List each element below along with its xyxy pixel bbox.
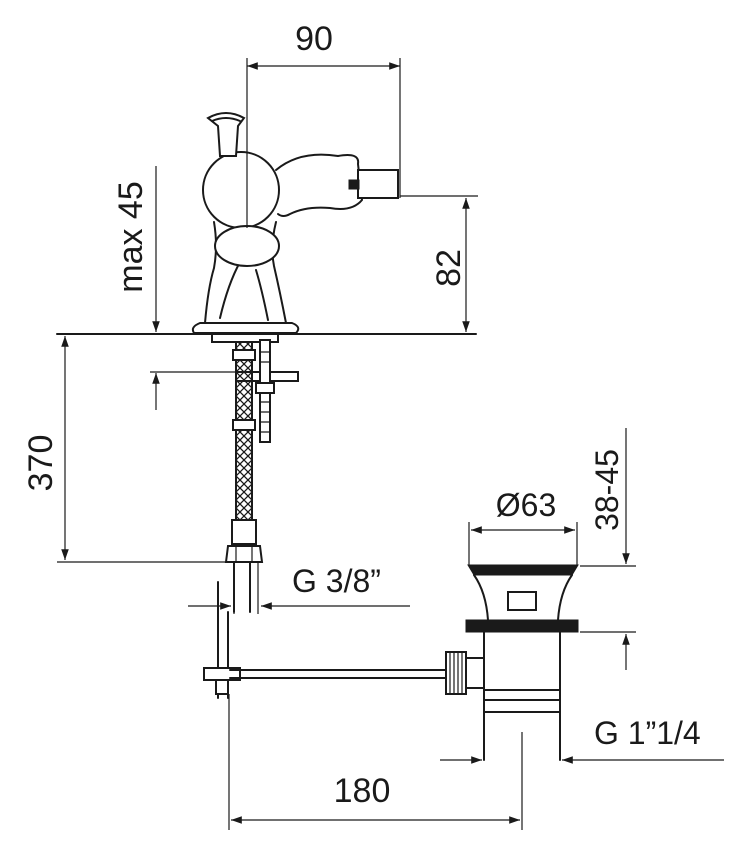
faucet-handle-disc [202, 151, 280, 229]
faucet-lower-oval [214, 225, 280, 267]
faucet-base-plate [191, 322, 300, 334]
linkage-rod [229, 669, 447, 679]
dim-label-90: 90 [295, 20, 333, 58]
spout-nozzle [357, 169, 399, 199]
dim-label-38-45: 38-45 [589, 449, 625, 531]
dim-label-g-3-8: G 3/8” [292, 563, 381, 599]
under-deck-connections [211, 333, 299, 613]
braided-hose [235, 341, 253, 523]
dimension-lines [57, 58, 724, 830]
waste-cap [467, 564, 579, 576]
dim-label-diameter-63: Ø63 [496, 487, 556, 523]
lever-handle [206, 112, 246, 157]
spout [275, 153, 363, 217]
dim-label-max-45: max 45 [112, 181, 150, 293]
dim-label-180: 180 [334, 772, 391, 810]
waste-knob [445, 651, 467, 695]
dim-label-370: 370 [22, 435, 60, 492]
hex-nut [224, 545, 264, 563]
dim-label-82: 82 [430, 249, 468, 287]
popup-waste [203, 564, 579, 761]
dim-label-g-1-1-4: G 1”1/4 [594, 715, 701, 751]
faucet-body [191, 112, 399, 334]
